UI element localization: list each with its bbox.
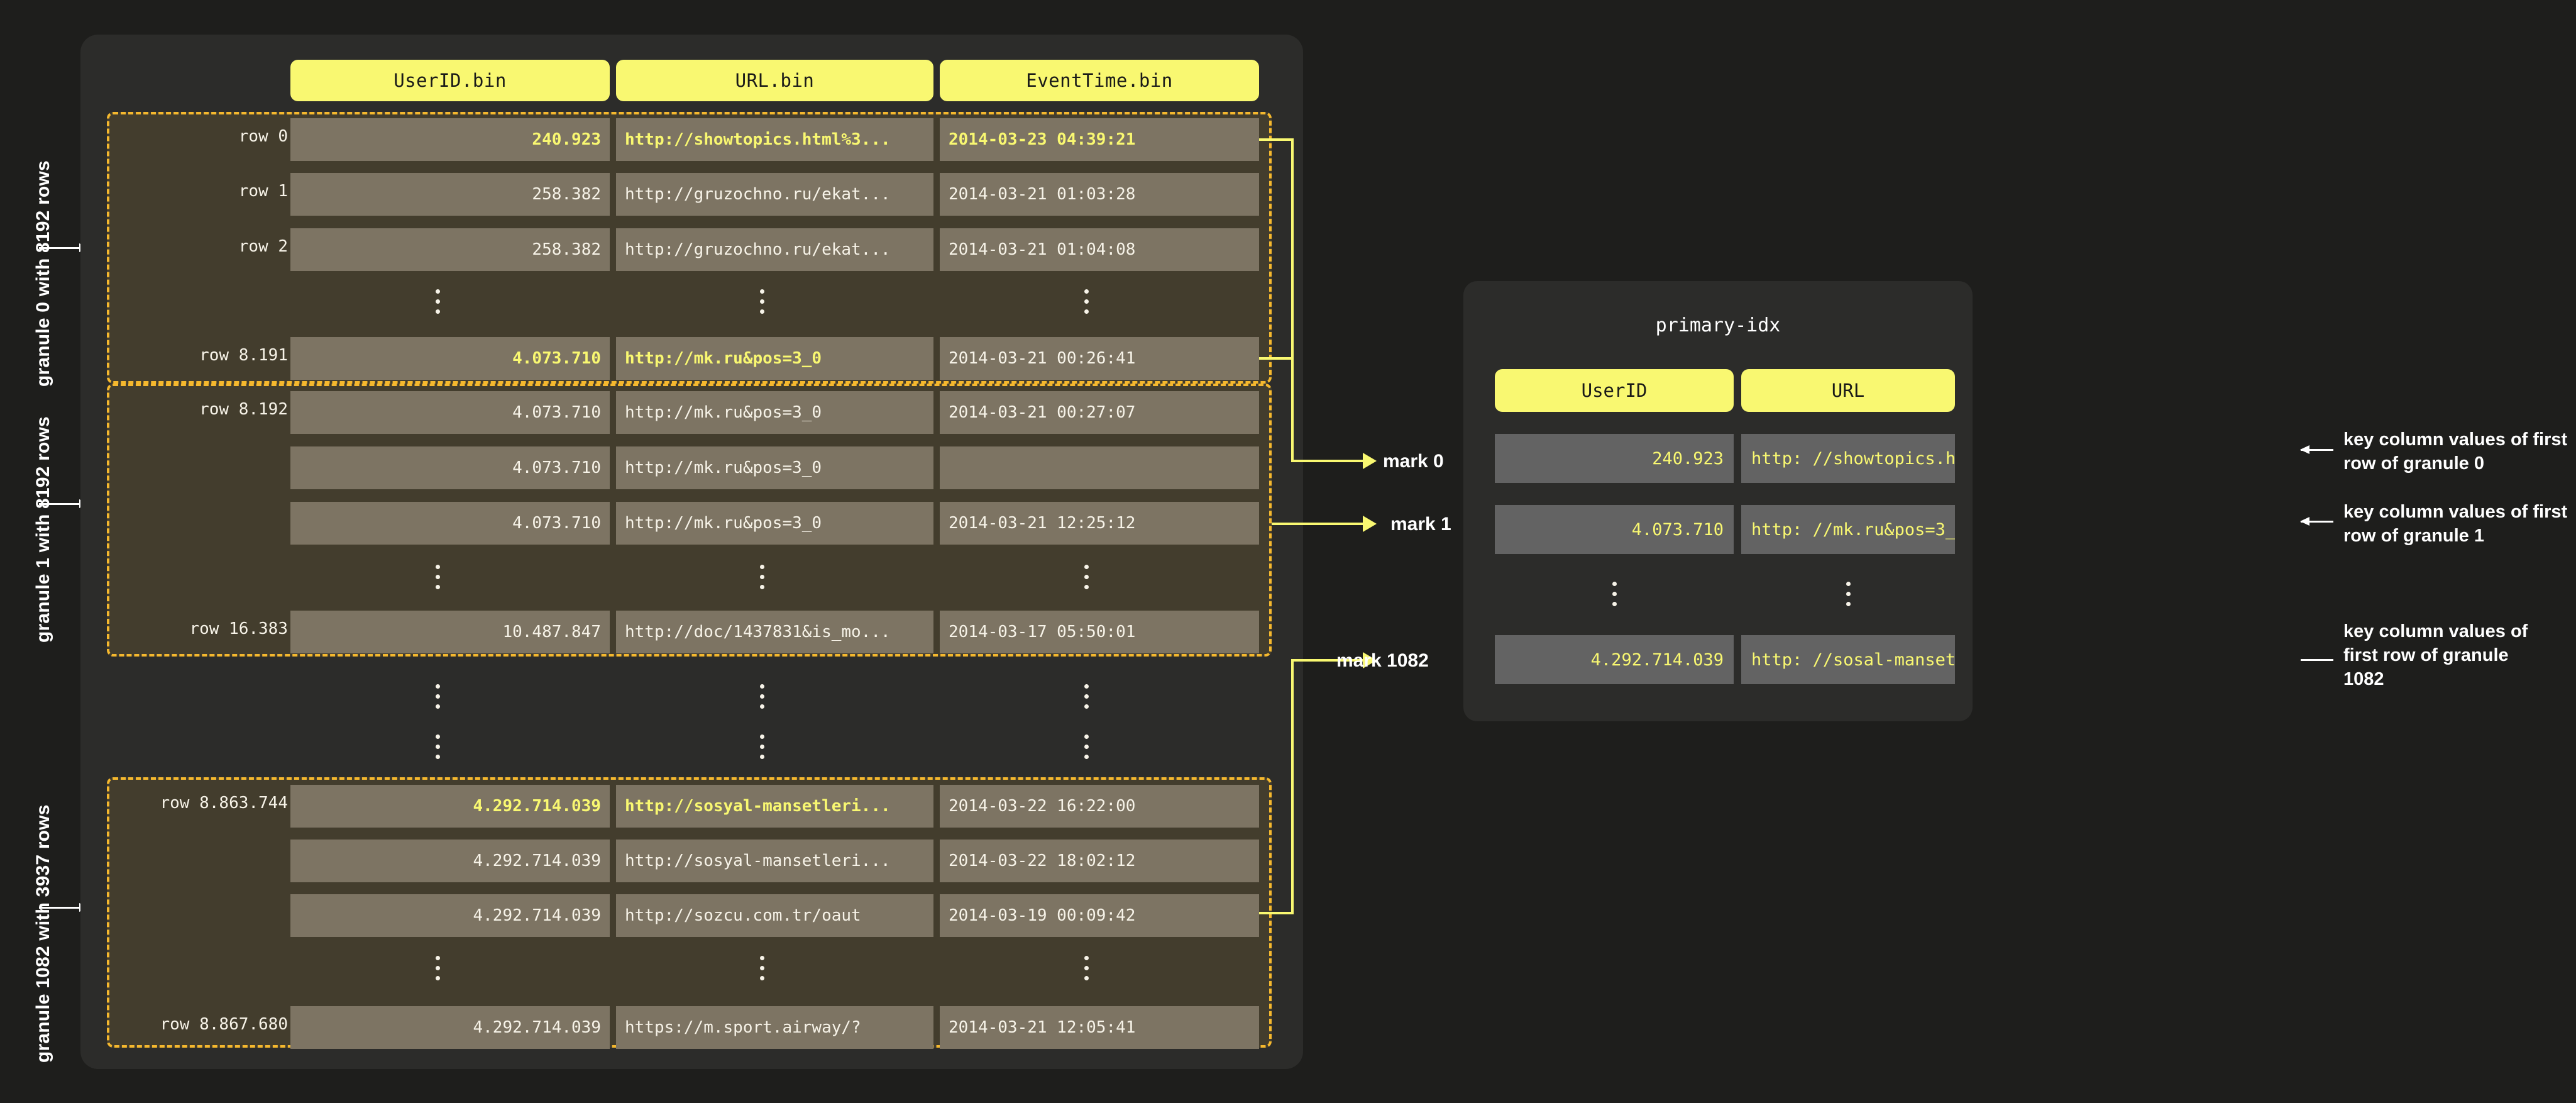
column-header-userid-bin[interactable]: UserID.bin — [290, 60, 610, 101]
vertical-ellipsis — [760, 565, 764, 595]
mark-0-label: mark 0 — [1383, 451, 1444, 472]
table-cell-eventtime: 2014-03-17 05:50:01 — [940, 611, 1259, 653]
table-cell-url: http://doc/1437831&is_mo... — [616, 611, 933, 653]
column-header-url-bin[interactable]: URL.bin — [616, 60, 933, 101]
annotation-granule-0: key column values of first row of granul… — [2343, 430, 2568, 474]
table-cell-userid: 4.292.714.039 — [290, 894, 610, 937]
row-label: row 8.192 — [199, 400, 288, 419]
connector-line — [1291, 138, 1294, 360]
table-cell-userid: 4.292.714.039 — [290, 840, 610, 882]
index-cell-userid: 240.923 — [1495, 434, 1734, 483]
table-cell-url: http://gruzochno.ru/ekat... — [616, 173, 933, 216]
connector-line — [1291, 660, 1294, 914]
index-cell-url: http: //showtopics.html%3... — [1741, 434, 1955, 483]
index-cell-url: http: //sosal-mansetleri... — [1741, 635, 1955, 684]
table-cell-url: http://mk.ru&pos=3_0 — [616, 446, 933, 489]
index-cell-userid: 4.292.714.039 — [1495, 635, 1734, 684]
vertical-ellipsis — [760, 734, 764, 765]
row-label: row 0 — [238, 127, 288, 146]
mark-1082-label: mark 1082 — [1336, 650, 1429, 671]
connector-arrowhead — [1363, 516, 1377, 532]
connector-line — [1259, 912, 1294, 914]
table-cell-url: http://mk.ru&pos=3_0 — [616, 391, 933, 434]
connector-line — [1272, 523, 1363, 525]
row-label: row 8.191 — [199, 346, 288, 365]
table-cell-url: http://mk.ru&pos=3_0 — [616, 337, 933, 380]
table-cell-url: https://m.sport.airway/? — [616, 1006, 933, 1049]
table-cell-userid: 240.923 — [290, 118, 610, 161]
vertical-ellipsis — [1612, 582, 1617, 612]
table-cell-eventtime: 2014-03-21 01:03:28 — [940, 173, 1259, 216]
vertical-ellipsis — [1084, 956, 1089, 986]
granule-1-row-count-label: granule 1 with 8192 rows — [33, 416, 53, 643]
table-cell-eventtime: 2014-03-22 16:22:00 — [940, 785, 1259, 828]
table-cell-userid: 258.382 — [290, 228, 610, 271]
table-cell-userid: 4.073.710 — [290, 337, 610, 380]
table-cell-eventtime: 2014-03-21 01:04:08 — [940, 228, 1259, 271]
granule-0-row-count-label: granule 0 with 8192 rows — [33, 160, 53, 387]
vertical-ellipsis — [1846, 582, 1851, 612]
table-cell-userid: 4.073.710 — [290, 446, 610, 489]
vertical-ellipsis — [760, 956, 764, 986]
table-cell-eventtime: 2014-03-21 12:05:41 — [940, 1006, 1259, 1049]
connector-line — [1259, 357, 1294, 360]
vertical-ellipsis — [1084, 289, 1089, 319]
annotation-arrow-granule-0 — [2300, 445, 2333, 454]
table-cell-userid: 4.073.710 — [290, 502, 610, 545]
table-cell-url: http://sosyal-mansetleri... — [616, 840, 933, 882]
annotation-granule-1082: key column values of first row of granul… — [2343, 621, 2528, 689]
table-cell-userid: 4.292.714.039 — [290, 1006, 610, 1049]
row-label: row 2 — [238, 237, 288, 256]
vertical-ellipsis — [1084, 565, 1089, 595]
connector-line — [1291, 460, 1363, 462]
connector-arrowhead — [1363, 453, 1377, 469]
table-cell-url: http://mk.ru&pos=3_0 — [616, 502, 933, 545]
table-cell-eventtime: 2014-03-23 04:39:21 — [940, 118, 1259, 161]
table-cell-userid: 258.382 — [290, 173, 610, 216]
connector-line — [1291, 261, 1294, 462]
table-cell-url: http://showtopics.html%3... — [616, 118, 933, 161]
vertical-ellipsis — [1084, 734, 1089, 765]
vertical-ellipsis — [436, 956, 440, 986]
table-cell-eventtime — [940, 446, 1259, 489]
annotation-line-granule-1082 — [2301, 659, 2333, 661]
vertical-ellipsis — [436, 734, 440, 765]
index-column-header-url[interactable]: URL — [1741, 369, 1955, 412]
column-header-eventtime-bin[interactable]: EventTime.bin — [940, 60, 1259, 101]
table-cell-eventtime: 2014-03-21 12:25:12 — [940, 502, 1259, 545]
vertical-ellipsis — [760, 289, 764, 319]
table-cell-userid: 4.292.714.039 — [290, 785, 610, 828]
vertical-ellipsis — [436, 289, 440, 319]
table-cell-url: http://sozcu.com.tr/oaut — [616, 894, 933, 937]
index-cell-userid: 4.073.710 — [1495, 505, 1734, 554]
primary-index-title: primary-idx — [1655, 314, 1781, 336]
index-column-header-userid[interactable]: UserID — [1495, 369, 1734, 412]
table-cell-url: http://sosyal-mansetleri... — [616, 785, 933, 828]
row-label: row 1 — [238, 182, 288, 201]
annotation-arrow-granule-1 — [2300, 517, 2333, 526]
row-label: row 8.867.680 — [160, 1015, 289, 1034]
connector-line — [1259, 138, 1294, 141]
annotation-granule-1: key column values of first row of granul… — [2343, 502, 2568, 546]
connector-line — [1291, 659, 1363, 662]
granule-1082-row-count-label: granule 1082 with 3937 rows — [33, 804, 53, 1063]
vertical-ellipsis — [1084, 684, 1089, 714]
vertical-ellipsis — [436, 684, 440, 714]
table-cell-eventtime: 2014-03-21 00:27:07 — [940, 391, 1259, 434]
vertical-ellipsis — [436, 565, 440, 595]
connector-arrowhead — [1363, 652, 1377, 668]
table-cell-eventtime: 2014-03-21 00:26:41 — [940, 337, 1259, 380]
table-cell-eventtime: 2014-03-22 18:02:12 — [940, 840, 1259, 882]
table-cell-userid: 10.487.847 — [290, 611, 610, 653]
index-cell-url: http: //mk.ru&pos=3_0 — [1741, 505, 1955, 554]
table-cell-eventtime: 2014-03-19 00:09:42 — [940, 894, 1259, 937]
row-label: row 16.383 — [189, 619, 288, 638]
mark-1-label: mark 1 — [1390, 514, 1451, 535]
table-cell-url: http://gruzochno.ru/ekat... — [616, 228, 933, 271]
row-label: row 8.863.744 — [160, 794, 289, 812]
vertical-ellipsis — [760, 684, 764, 714]
table-cell-userid: 4.073.710 — [290, 391, 610, 434]
